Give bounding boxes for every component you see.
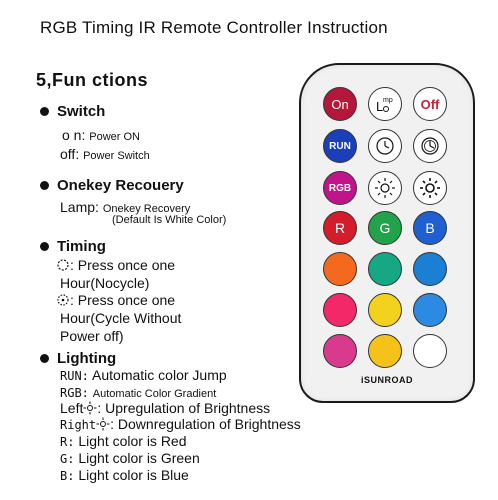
mode-button[interactable]: L mp [368, 87, 402, 121]
color-button-pink[interactable] [323, 293, 357, 327]
remote-control: On L mp Off RUN RGB [299, 63, 475, 403]
lighting-item-right: Right : Downregulation of Brightness [60, 416, 301, 432]
bullet-icon [40, 107, 49, 116]
brand-logo: iSUNROAD [360, 375, 413, 385]
sun-icon [83, 401, 97, 415]
color-button-sky[interactable] [413, 252, 447, 286]
color-button-yellow[interactable] [368, 293, 402, 327]
timing-heading: Timing [40, 238, 106, 255]
color-button-white[interactable] [413, 334, 447, 368]
lighting-item-r: R: Light color is Red [60, 433, 187, 449]
timing-line-5: Power off) [60, 328, 124, 344]
bullet-icon [40, 242, 49, 251]
clock-icon [376, 137, 394, 155]
sun-filled-icon [420, 178, 440, 198]
lighting-item-left: Left : Upregulation of Brightness [60, 400, 271, 416]
off-button[interactable]: Off [413, 87, 447, 121]
timer-nocycle-icon [57, 259, 69, 271]
timing-line-4: Hour(Cycle Without [60, 310, 182, 326]
recovery-heading: Onekey Recouery [40, 177, 184, 194]
rgb-button[interactable]: RGB [323, 171, 357, 205]
lighting-item-b: B: Light color is Blue [60, 467, 189, 483]
color-button-gold[interactable] [368, 334, 402, 368]
recovery-lamp-line: Lamp: Onekey Recovery [60, 199, 191, 215]
run-button[interactable]: RUN [323, 129, 357, 163]
switch-off-line: off: Power Switch [60, 146, 150, 162]
page-title: RGB Timing IR Remote Controller Instruct… [40, 18, 388, 37]
green-button[interactable]: G [368, 211, 402, 245]
brightness-up-button[interactable] [368, 171, 402, 205]
clock-cycle-icon [421, 137, 439, 155]
timer-cycle-button[interactable] [413, 129, 447, 163]
lighting-item-g: G: Light color is Green [60, 450, 200, 466]
sun-outline-icon [375, 178, 395, 198]
bullet-icon [40, 354, 49, 363]
color-button-teal[interactable] [368, 252, 402, 286]
timing-line-1: : Press once one [56, 257, 175, 273]
timing-line-3: : Press once one [56, 292, 175, 308]
switch-on-line: o n: Power ON [62, 127, 140, 143]
on-button[interactable]: On [323, 87, 357, 121]
sun-icon [96, 417, 110, 431]
lighting-item-run: RUN: Automatic color Jump [60, 367, 227, 383]
bullet-icon [40, 181, 49, 190]
timer-cycle-icon [57, 294, 69, 306]
brightness-down-button[interactable] [413, 171, 447, 205]
svg-text:L: L [376, 99, 383, 114]
svg-text:mp: mp [383, 97, 393, 104]
lighting-heading: Lighting [40, 350, 116, 367]
color-button-lightblue[interactable] [413, 293, 447, 327]
section-title: 5,Fun ctions [36, 70, 149, 90]
color-button-orange[interactable] [323, 252, 357, 286]
timer-nocycle-button[interactable] [368, 129, 402, 163]
blue-button[interactable]: B [413, 211, 447, 245]
color-button-magenta[interactable] [323, 334, 357, 368]
red-button[interactable]: R [323, 211, 357, 245]
timer-mode-icon: L mp [376, 97, 393, 114]
switch-heading: Switch [40, 103, 105, 120]
timing-line-2: Hour(Nocycle) [60, 275, 150, 291]
lighting-item-rgb: RGB: Automatic Color Gradient [60, 386, 217, 400]
recovery-note: (Default Is White Color) [112, 214, 227, 226]
